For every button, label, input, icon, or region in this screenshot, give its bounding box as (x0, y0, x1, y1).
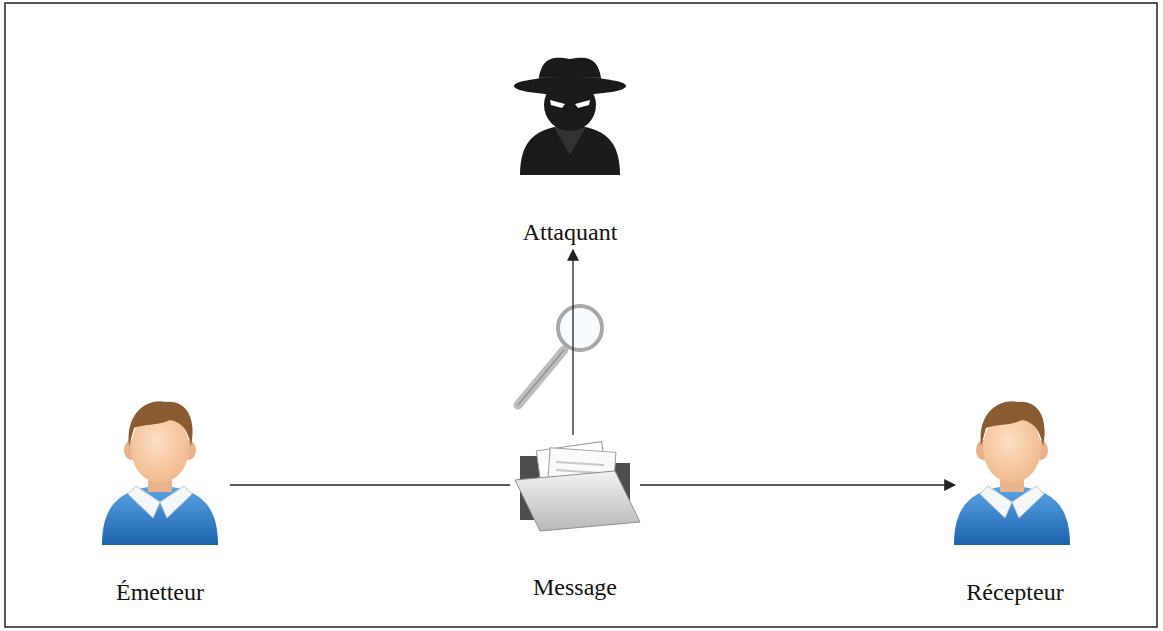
person-node: Attaquant (490, 50, 650, 250)
attacker-collar (554, 127, 586, 155)
attacker-icon (514, 58, 626, 175)
person-node: Émetteur (90, 395, 230, 610)
magnifier-icon (518, 306, 602, 405)
receiver-icon (954, 401, 1070, 545)
node-label: Attaquant (523, 218, 618, 246)
person-node: Message (510, 435, 640, 605)
node-texts: Message (510, 573, 640, 601)
connector-arrow (230, 484, 510, 485)
paper-line (556, 462, 604, 465)
connector-arrow (572, 250, 573, 435)
node-label: Émetteur (116, 578, 204, 606)
node-texts: Attaquant (490, 218, 650, 246)
attacker-eye (550, 100, 565, 108)
magnifier-handle-edge (518, 350, 564, 405)
person-node: Récepteur (955, 395, 1075, 610)
attacker-body (520, 125, 620, 175)
connector-arrow (640, 484, 955, 485)
attacker-eye (575, 100, 590, 108)
message-icon (515, 442, 640, 531)
frame (5, 3, 1157, 627)
node-texts: Récepteur (955, 578, 1075, 606)
magnifier-lens (558, 306, 602, 350)
node-texts: Émetteur (90, 578, 230, 606)
folder-front (515, 471, 640, 531)
node-label: Message (533, 573, 617, 601)
node-label: Récepteur (966, 578, 1063, 606)
magnifier-handle (518, 350, 564, 405)
sender-icon (102, 401, 218, 545)
attacker-hat-brim (514, 77, 626, 95)
